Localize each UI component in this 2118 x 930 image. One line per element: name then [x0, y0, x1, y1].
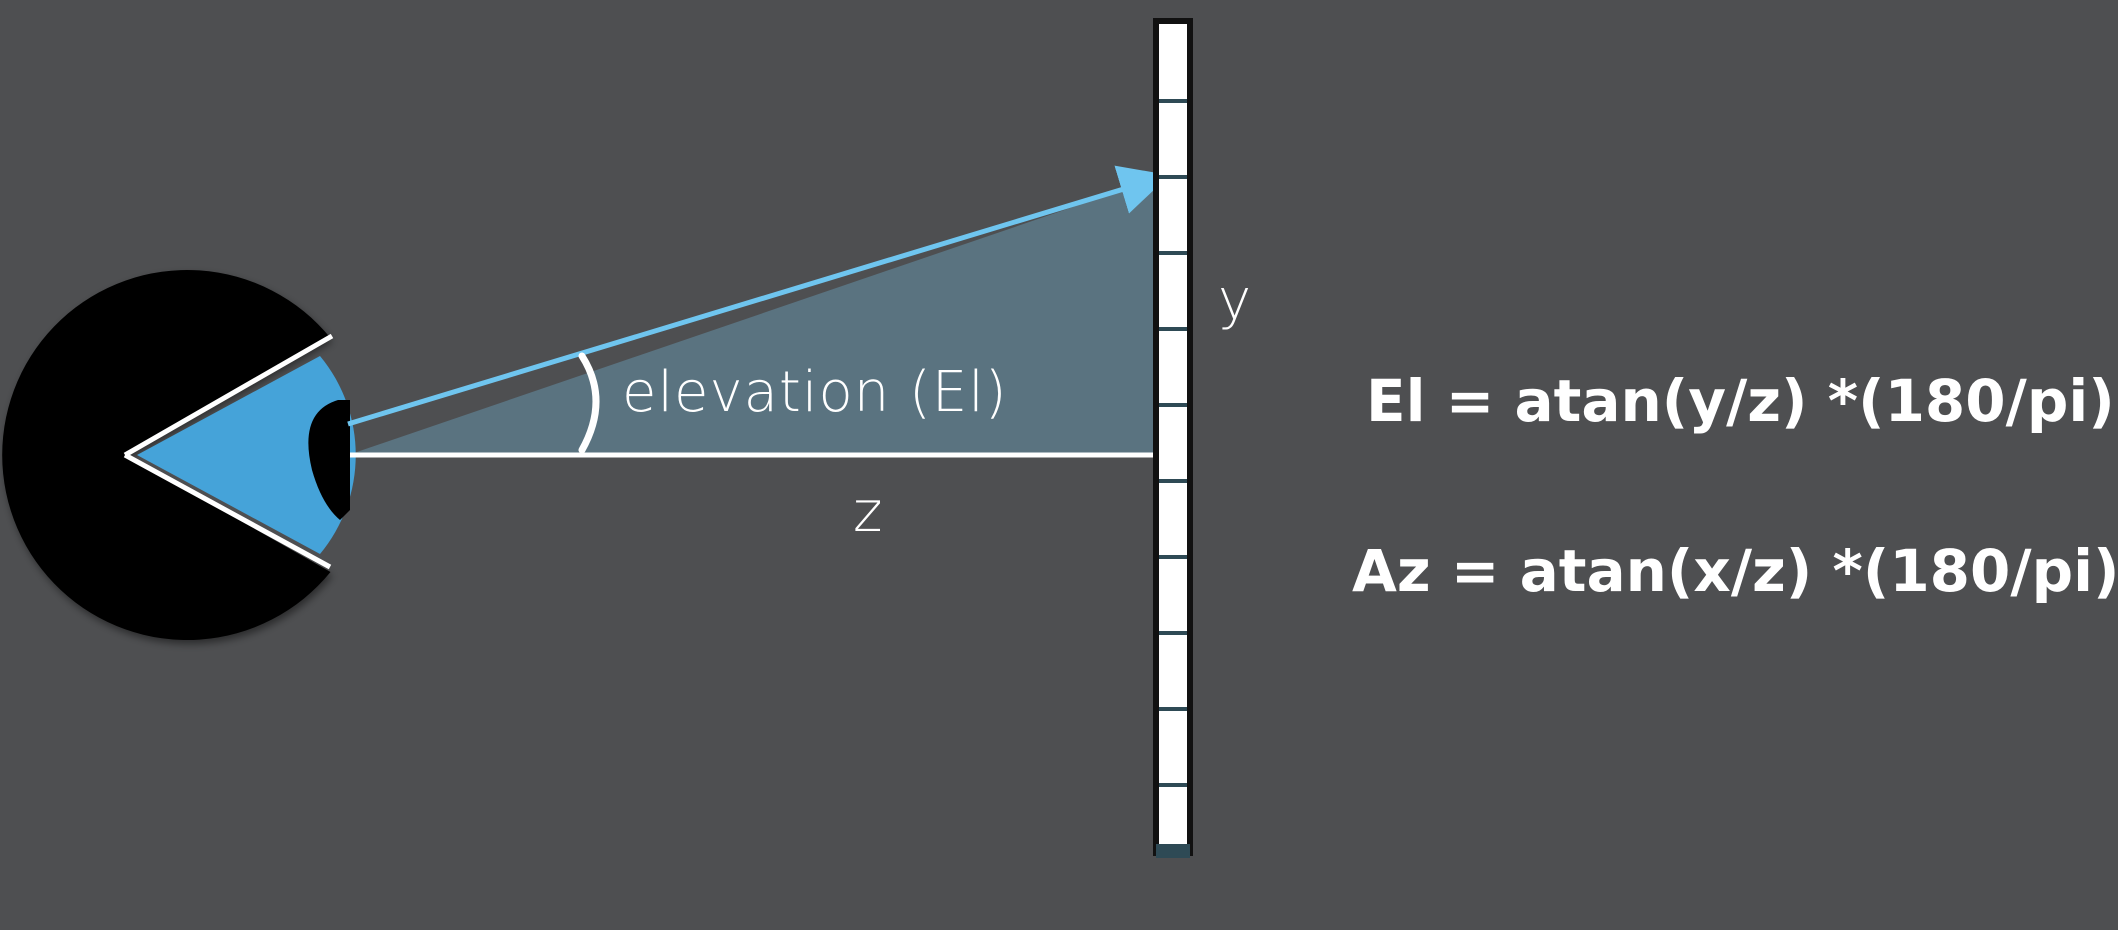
screen-ruler — [1153, 18, 1193, 858]
eye-icon — [2, 269, 331, 640]
sight-ray-arrow — [347, 165, 1170, 427]
elevation-label: elevation (El) — [622, 360, 1008, 425]
y-label: y — [1218, 268, 1252, 333]
eye-lens — [308, 400, 350, 520]
angle-arc — [578, 352, 600, 454]
eye-upper-edge — [123, 333, 334, 458]
z-label: z — [853, 480, 883, 545]
elevation-wedge — [348, 178, 1158, 455]
azimuth-equation: Az = atan(x/z) *(180/pi) — [1352, 537, 2118, 605]
eye-lower-edge — [123, 452, 332, 570]
eye-cone — [137, 356, 356, 554]
elevation-equation: El = atan(y/z) *(180/pi) — [1366, 367, 2115, 435]
